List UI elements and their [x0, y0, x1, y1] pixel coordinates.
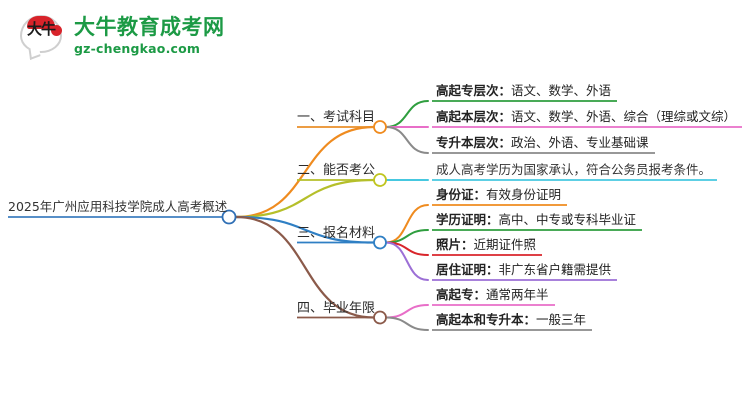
- leaf-lead: 专升本层次：: [436, 135, 512, 150]
- leaf-label-4-2: 高起本和专升本：一般三年: [436, 309, 586, 330]
- mindmap-edge: [234, 125, 376, 219]
- mindmap-edge: [385, 100, 429, 128]
- leaf-label-1-3: 专升本层次：政治、外语、专业基础课: [436, 132, 649, 153]
- mindmap-edge: [234, 215, 376, 244]
- logo-subtitle: gz-chengkao.com: [74, 40, 201, 56]
- leaf-rest: 成人高考学历为国家承认，符合公务员报考条件。: [436, 162, 712, 177]
- leaf-label-4-1: 高起专：通常两年半: [436, 284, 549, 305]
- leaf-lead: 学历证明：: [436, 212, 499, 227]
- mindmap-edge: [385, 316, 429, 331]
- leaf-rest: 语文、数学、外语: [511, 83, 612, 98]
- logo-text-block: 大牛教育成考网 gz-chengkao.com: [74, 14, 225, 56]
- mindmap-edge: [385, 241, 429, 281]
- leaf-rest: 一般三年: [536, 312, 587, 327]
- mindmap-node-circle[interactable]: [221, 209, 237, 225]
- mindmap-node-circle[interactable]: [373, 120, 387, 134]
- logo-mark-icon: 大牛: [18, 13, 66, 59]
- leaf-label-3-4: 居住证明：非广东省户籍需提供: [436, 259, 611, 280]
- leaf-label-1-1: 高起专层次：语文、数学、外语: [436, 80, 611, 101]
- leaf-lead: 高起本和专升本：: [436, 312, 537, 327]
- leaf-rest: 通常两年半: [486, 287, 549, 302]
- mindmap-node-circle[interactable]: [373, 173, 387, 187]
- leaf-rest: 非广东省户籍需提供: [498, 262, 612, 277]
- logo-title: 大牛教育成考网: [74, 14, 225, 39]
- leaf-lead: 高起专：: [436, 287, 487, 302]
- leaf-rest: 有效身份证明: [486, 187, 562, 202]
- leaf-rest: 近期证件照: [473, 237, 537, 252]
- root-label: 2025年广州应用科技学院成人高考概述: [8, 199, 228, 214]
- logo-mark-text: 大牛: [26, 20, 56, 38]
- leaf-lead: 高起专层次：: [436, 83, 512, 98]
- leaf-rest: 高中、中专或专科毕业证: [498, 212, 637, 227]
- mindmap-edge: [234, 215, 376, 319]
- logo-red-dot-shape: [51, 25, 62, 36]
- logo-red-cap-shape: [27, 16, 55, 29]
- leaf-label-3-2: 学历证明：高中、中专或专科毕业证: [436, 209, 636, 230]
- mindmap-node-circle[interactable]: [373, 235, 387, 250]
- leaf-lead: 照片：: [436, 237, 474, 252]
- leaf-label-3-3: 照片：近期证件照: [436, 234, 536, 255]
- site-logo: 大牛 大牛教育成考网 gz-chengkao.com: [18, 10, 278, 62]
- branch-label-4: 四、毕业年限: [297, 300, 376, 316]
- leaf-label-2-1: 成人高考学历为国家承认，符合公务员报考条件。: [436, 159, 711, 180]
- leaf-rest: 语文、数学、外语、综合（理综或文综）: [511, 109, 737, 124]
- branch-label-1: 一、考试科目: [297, 110, 376, 125]
- leaf-label-1-2: 高起本层次：语文、数学、外语、综合（理综或文综）: [436, 106, 736, 127]
- mindmap-edge: [234, 178, 376, 219]
- leaf-rest: 政治、外语、专业基础课: [511, 135, 649, 150]
- leaf-lead: 居住证明：: [436, 262, 499, 277]
- mindmap-edge: [385, 304, 429, 319]
- mindmap-node-circle[interactable]: [373, 310, 387, 325]
- mindmap-edge: [385, 126, 429, 154]
- leaf-label-3-1: 身份证：有效身份证明: [436, 184, 561, 205]
- branch-label-3: 三、报名材料: [297, 225, 376, 241]
- branch-label-2: 二、能否考公: [297, 163, 376, 178]
- leaf-lead: 身份证：: [436, 187, 487, 202]
- leaf-lead: 高起本层次：: [436, 109, 512, 124]
